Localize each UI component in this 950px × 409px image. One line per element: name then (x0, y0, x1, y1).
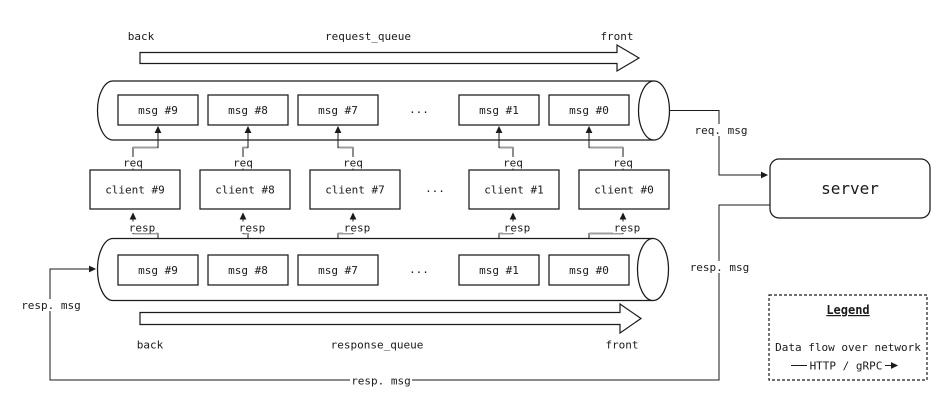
response-msg-label: msg #1 (479, 264, 519, 277)
resp-label-bg (238, 221, 266, 233)
resp-msg-label-bg (689, 261, 750, 273)
client-box (578, 169, 670, 210)
server-box: server (769, 158, 931, 219)
legend-caption: Data flow over network (775, 341, 921, 354)
request-queue-front-cap (637, 80, 671, 141)
client-box (468, 169, 560, 210)
req-label: req (233, 157, 253, 170)
response-msg-label: msg #9 (138, 264, 178, 277)
req-label-bg (121, 157, 145, 169)
response-queue-ellipsis: ... (409, 263, 429, 276)
response-msg-box (117, 254, 199, 286)
legend-box: Legend Data flow over network HTTP / gRP… (768, 294, 928, 381)
client-box (89, 169, 181, 210)
resp-label-bg (503, 221, 531, 233)
response-msg-box (458, 254, 540, 286)
resp-msg-label: resp. msg (351, 375, 411, 388)
client-label: client #7 (325, 184, 385, 197)
resp-label: resp (614, 222, 641, 235)
resp-label-bg (128, 221, 156, 233)
req-msg-label-bg (694, 124, 749, 136)
response-msg-box (297, 254, 379, 286)
legend-title: Legend (826, 303, 869, 317)
client-box (309, 169, 401, 210)
request-msg-label: msg #9 (138, 104, 178, 117)
req-msg-label: req. msg (695, 124, 748, 137)
req-label-bg (611, 157, 635, 169)
client-box (199, 169, 291, 210)
resp-msg-label-bg (350, 374, 412, 387)
resp-label-bg (613, 221, 641, 233)
response-queue-front-label: front (605, 339, 638, 352)
client-label: client #9 (105, 184, 165, 197)
resp-msg-label: resp. msg (690, 261, 750, 274)
resp-label-bg (343, 221, 371, 233)
req-label: req (123, 157, 143, 170)
request-queue-ellipsis: ... (409, 103, 429, 116)
req-label: req (503, 157, 523, 170)
request-msg-label: msg #1 (479, 104, 519, 117)
req-label: req (613, 157, 633, 170)
resp-msg-label-bg (21, 299, 81, 311)
resp-label: resp (344, 222, 371, 235)
client-boxes: client #9 client #8 client #7 ... client… (89, 169, 670, 210)
request-msg-box (117, 94, 199, 126)
response-msg-box (207, 254, 289, 286)
request-msg-box (297, 94, 379, 126)
request-msg-label: msg #7 (318, 104, 358, 117)
resp-label: resp (504, 222, 531, 235)
request-queue-messages: msg #9 msg #8 msg #7 ... msg #1 msg #0 (117, 94, 630, 126)
request-msg-label: msg #0 (569, 104, 609, 117)
req-label: req (343, 157, 363, 170)
legend-border (768, 294, 928, 381)
req-msg-flow-line (669, 110, 769, 179)
request-msg-label: msg #8 (228, 104, 268, 117)
server-label: server (821, 179, 879, 198)
response-msg-label: msg #0 (569, 264, 609, 277)
response-queue-front-cap (636, 237, 670, 302)
request-msg-box (458, 94, 540, 126)
resp-msg-label: resp. msg (21, 299, 81, 312)
request-queue-back-label: back (128, 30, 155, 43)
client-label: client #0 (594, 184, 654, 197)
request-msg-box (548, 94, 630, 126)
response-queue-back-label: back (137, 339, 164, 352)
client-label: client #8 (215, 184, 275, 197)
legend-protocol-label: HTTP / gRPC (810, 360, 883, 373)
response-msg-label: msg #7 (318, 264, 358, 277)
response-queue-direction-arrow (139, 302, 643, 335)
response-msg-label: msg #8 (228, 264, 268, 277)
request-queue-title: request_queue (325, 30, 411, 43)
response-queue-title: response_queue (331, 339, 424, 352)
resp-msg-flow: resp. msg resp. msg resp. msg (21, 204, 770, 388)
resp-label: resp (239, 222, 266, 235)
clients-ellipsis: ... (425, 182, 445, 195)
resp-label: resp (129, 222, 156, 235)
request-queue-direction-arrow (139, 43, 641, 73)
req-label-bg (341, 157, 365, 169)
req-connectors: req req req req req (121, 125, 635, 170)
req-label-bg (231, 157, 255, 169)
request-queue-front-label: front (600, 30, 633, 43)
server-rect (769, 158, 931, 219)
req-label-bg (501, 157, 525, 169)
request-msg-box (207, 94, 289, 126)
response-queue-messages: msg #9 msg #8 msg #7 ... msg #1 msg #0 (117, 254, 630, 286)
response-msg-box (548, 254, 630, 286)
req-msg-flow: req. msg (669, 110, 769, 179)
client-label: client #1 (484, 184, 544, 197)
